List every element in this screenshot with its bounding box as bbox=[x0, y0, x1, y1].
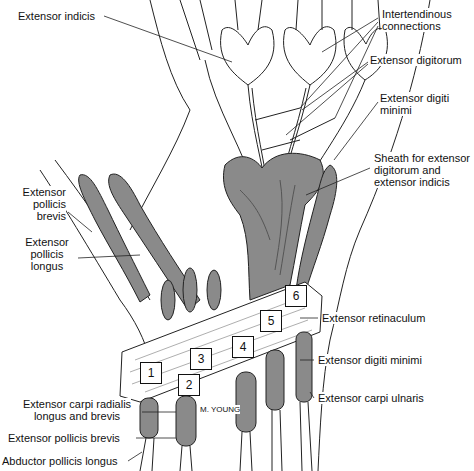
label-holder: Extensor carpi radialis longus and brevi… bbox=[14, 398, 140, 422]
part-label: Extensor pollicis longus bbox=[25, 236, 68, 272]
label-holder: Extensor pollicis brevis bbox=[8, 432, 136, 444]
callout-number: 4 bbox=[240, 341, 247, 354]
part-label: Extensor pollicis brevis bbox=[23, 186, 66, 222]
label-holder: Extensor digiti minimi bbox=[318, 354, 448, 366]
callout-number: 6 bbox=[293, 290, 300, 303]
compartment-box: 6 bbox=[285, 285, 307, 307]
compartment-box: 4 bbox=[232, 336, 254, 358]
part-label: Extensor pollicis brevis bbox=[8, 432, 120, 444]
label-holder: Extensor indicis bbox=[18, 10, 108, 22]
part-label: Extensor retinaculum bbox=[322, 312, 425, 324]
part-label: Extensor digitorum bbox=[370, 54, 462, 66]
part-label: Extensor carpi ulnaris bbox=[318, 392, 424, 404]
part-label: Sheath for extensor digitorum and extens… bbox=[374, 152, 470, 188]
callout-number: 1 bbox=[148, 367, 155, 380]
compartment-box: 2 bbox=[178, 374, 200, 396]
compartment-box: 1 bbox=[140, 362, 162, 384]
label-holder: Extensor carpi ulnaris bbox=[318, 392, 448, 404]
label-holder: Extensor pollicis brevis bbox=[4, 186, 66, 222]
label-holder: Extensor digitorum bbox=[370, 54, 470, 66]
compartment-box: 5 bbox=[260, 310, 282, 332]
label-holder: Abductor pollicis longus bbox=[2, 455, 128, 467]
compartment-box: 3 bbox=[190, 348, 212, 370]
label-holder: Intertendinous connections bbox=[382, 8, 472, 32]
label-holder: M. YOUNG bbox=[200, 405, 260, 414]
part-label: Extensor carpi radialis longus and brevi… bbox=[23, 398, 131, 422]
callout-number: 5 bbox=[268, 315, 275, 328]
label-holder: Extensor pollicis longus bbox=[16, 236, 78, 272]
part-label: Extensor digiti minimi bbox=[318, 354, 422, 366]
label-holder: Sheath for extensor digitorum and extens… bbox=[374, 152, 472, 188]
part-label: Intertendinous connections bbox=[382, 8, 452, 32]
callout-number: 2 bbox=[186, 379, 193, 392]
part-label: Abductor pollicis longus bbox=[2, 455, 118, 467]
part-label: Extensor digiti minimi bbox=[380, 92, 449, 116]
callout-number: 3 bbox=[198, 353, 205, 366]
label-holder: Extensor retinaculum bbox=[322, 312, 442, 324]
label-holder: Extensor digiti minimi bbox=[380, 92, 460, 116]
part-label: Extensor indicis bbox=[18, 10, 95, 22]
signature: M. YOUNG bbox=[200, 405, 240, 414]
